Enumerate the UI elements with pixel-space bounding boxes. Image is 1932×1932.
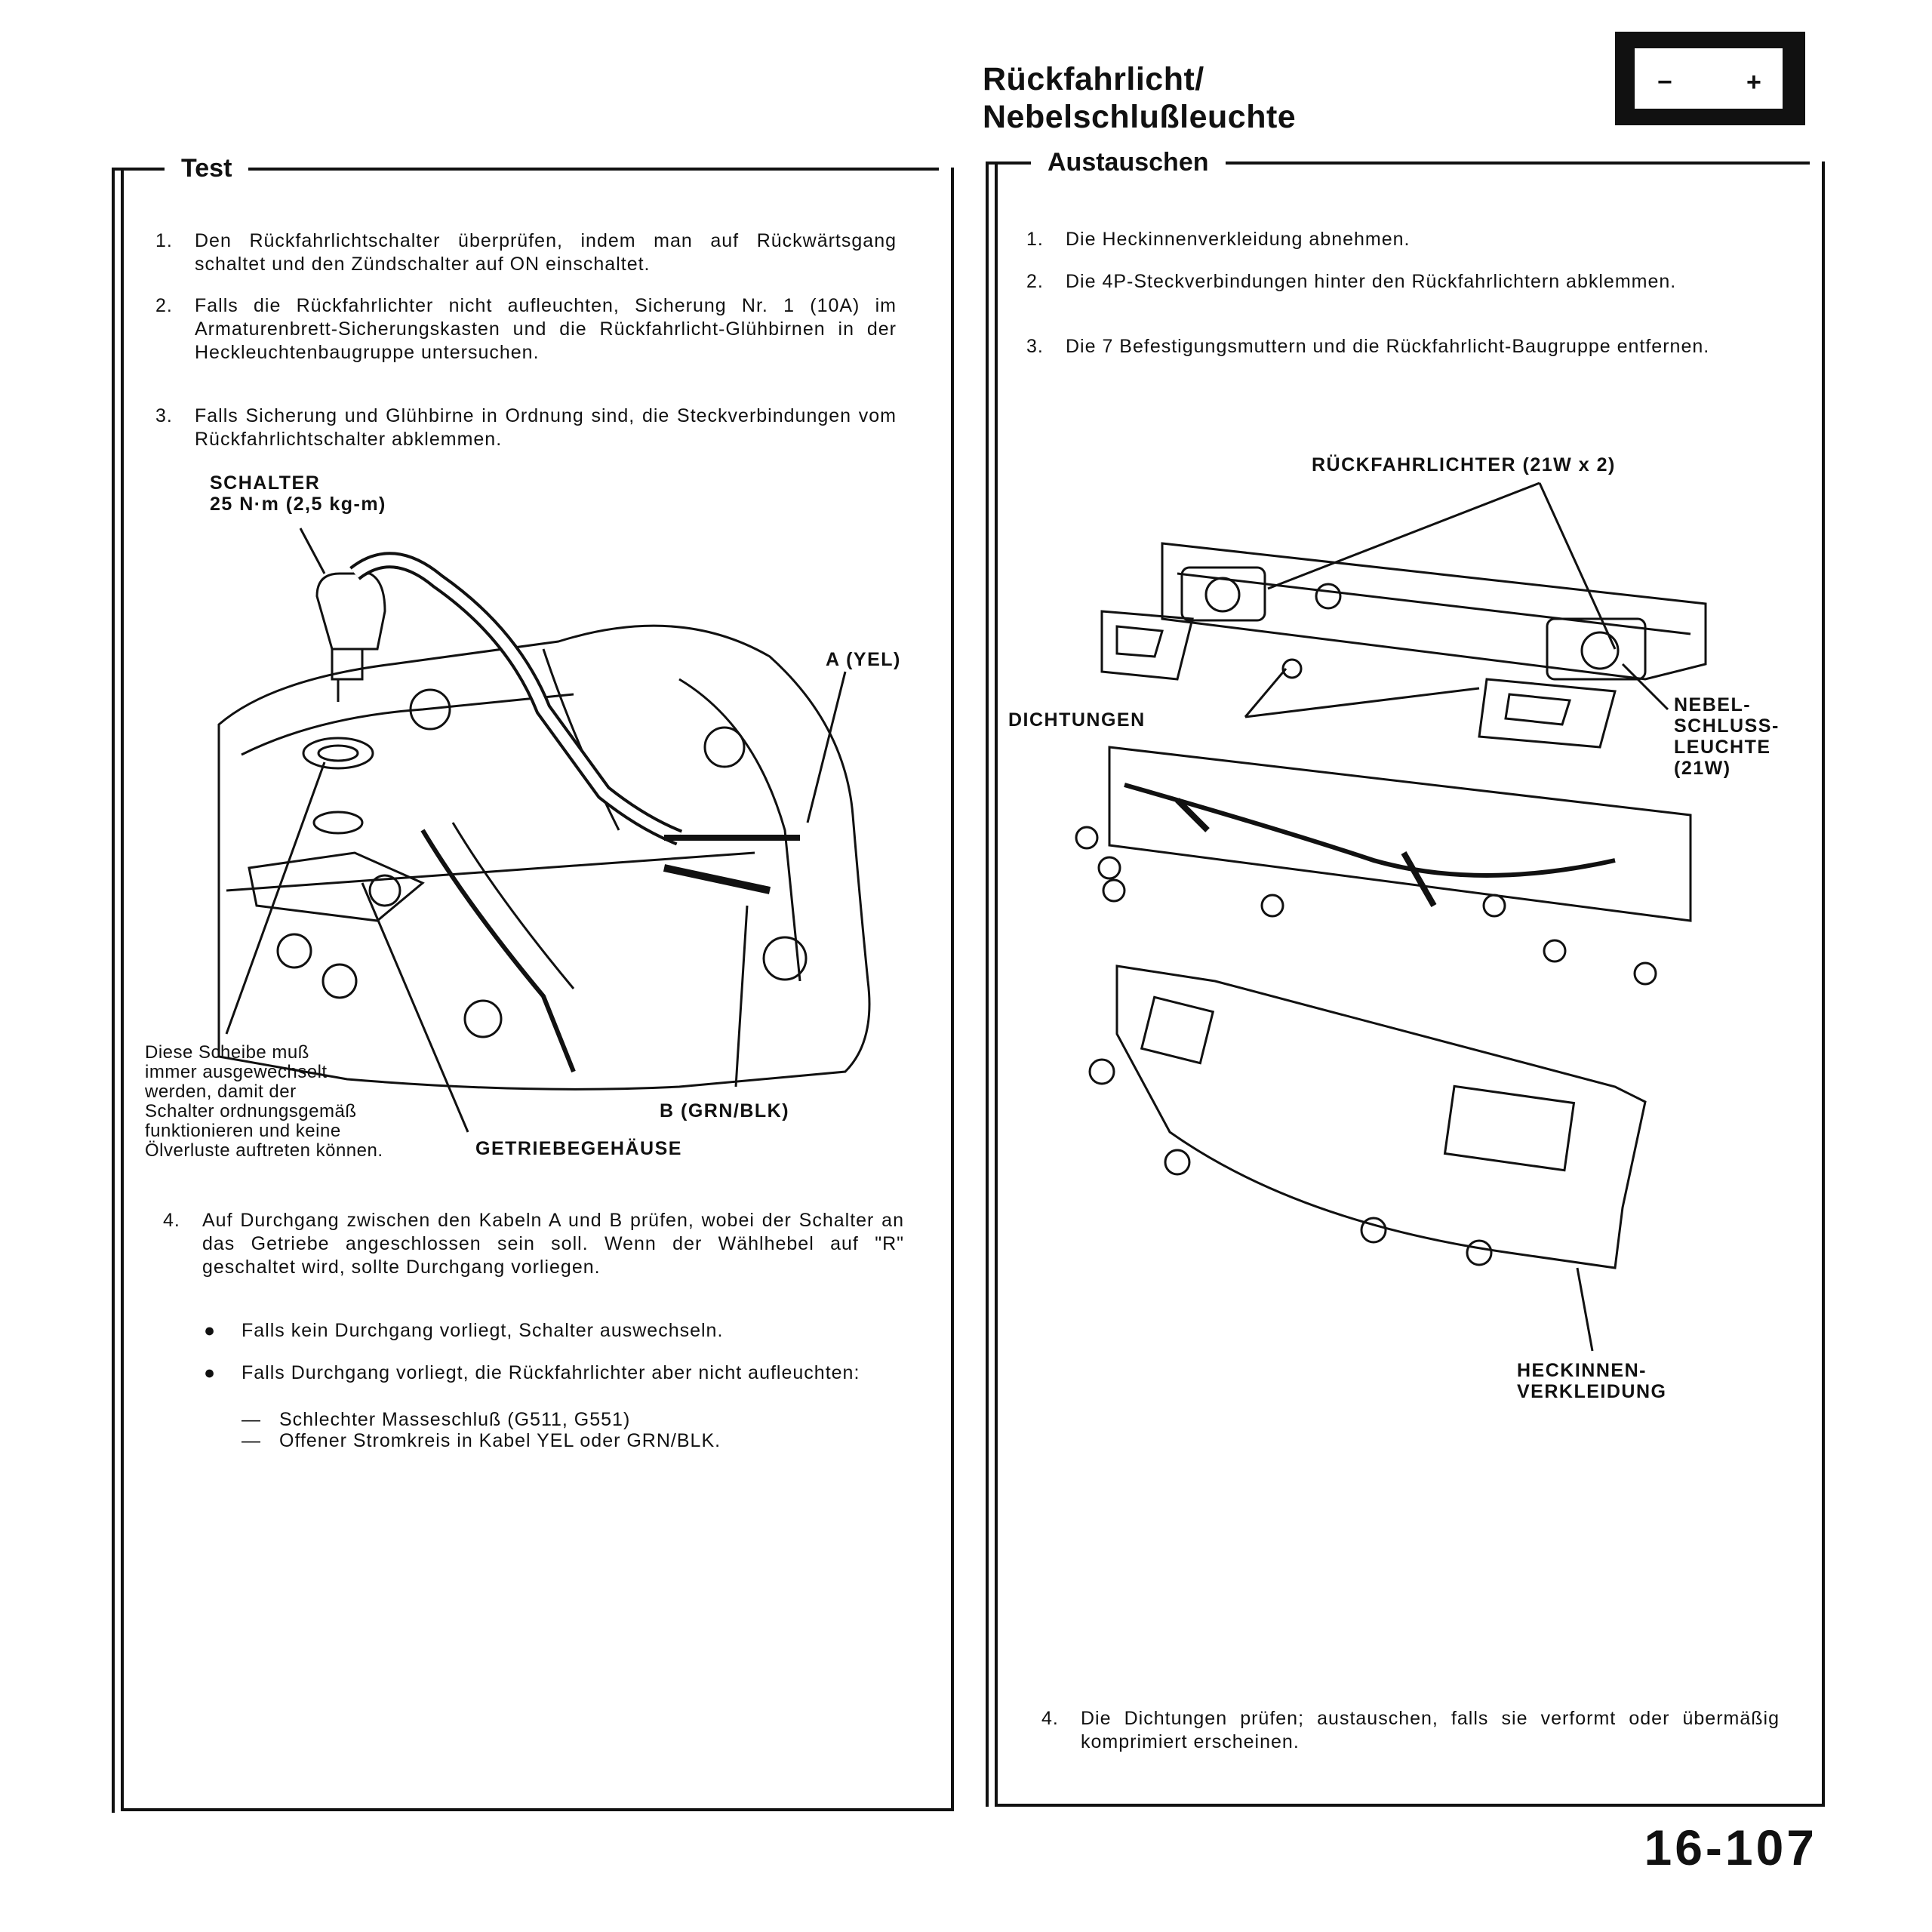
- replace-step-3: 3.Die 7 Befestigungsmuttern und die Rück…: [1026, 336, 1710, 357]
- wire-a-label: A (YEL): [826, 649, 901, 670]
- body-panel: [1108, 746, 1692, 922]
- test-step-3: 3.Falls Sicherung und Glühbirne in Ordnu…: [155, 405, 897, 450]
- fog-light-label: NEBEL- SCHLUSS- LEUCHTE (21W): [1674, 694, 1780, 779]
- test-step-4: 4.Auf Durchgang zwischen den Kabeln A un…: [163, 1210, 904, 1278]
- wire-b-label: B (GRN/BLK): [660, 1100, 790, 1121]
- test-step-2: 2.Falls die Rückfahrlichter nicht aufleu…: [155, 295, 897, 363]
- backup-light-right: [1546, 617, 1647, 681]
- dash-2: —Offener Stromkreis in Kabel YEL oder GR…: [242, 1430, 721, 1451]
- sealing-washer: [302, 737, 374, 770]
- replace-section-frame: [995, 162, 1825, 1807]
- bullet-1: ●Falls kein Durchgang vorliegt, Schalter…: [204, 1320, 724, 1341]
- switch-label: SCHALTER 25 N·m (2,5 kg-m): [210, 472, 386, 515]
- page-title: Rückfahrlicht/ Nebelschlußleuchte: [983, 60, 1296, 136]
- dash-1: —Schlechter Masseschluß (G511, G551): [242, 1409, 631, 1430]
- test-heading: Test: [165, 154, 249, 183]
- trim-label: HECKINNEN- VERKLEIDUNG: [1517, 1360, 1667, 1402]
- test-step-1: 1.Den Rückfahrlichtschalter überprüfen, …: [155, 230, 897, 275]
- seals-label: DICHTUNGEN: [1008, 709, 1146, 731]
- gearbox-label: GETRIEBEGEHÄUSE: [475, 1138, 682, 1159]
- page-number: 16-107: [1644, 1820, 1817, 1875]
- gasket-left: [1100, 610, 1194, 681]
- rear-trim-panel: [1115, 964, 1647, 1269]
- gasket-right: [1478, 678, 1617, 749]
- washer-note: Diese Scheibe muß immer ausgewechselt we…: [145, 1042, 383, 1161]
- battery-icon: − +: [1615, 32, 1805, 125]
- replace-step-4: 4.Die Dichtungen prüfen; austauschen, fa…: [1041, 1708, 1780, 1752]
- backup-light-left: [1180, 566, 1266, 622]
- title-line-2: Nebelschlußleuchte: [983, 99, 1297, 135]
- battery-plus-symbol: +: [1746, 68, 1761, 97]
- test-section-frame: [121, 168, 954, 1811]
- panel-wiring: [1124, 783, 1616, 878]
- replace-step-2: 2.Die 4P-Steckverbindungen hinter den Rü…: [1026, 271, 1677, 292]
- switch-body: [315, 572, 386, 651]
- replace-step-1: 1.Die Heckinnenverkleidung abnehmen.: [1026, 229, 1411, 250]
- battery-minus-symbol: −: [1657, 68, 1672, 97]
- light-assembly: [1161, 542, 1707, 681]
- replace-heading: Austauschen: [1031, 148, 1226, 177]
- gearbox-housing: [217, 624, 871, 1091]
- backup-lights-label: RÜCKFAHRLICHTER (21W x 2): [1312, 454, 1616, 475]
- bullet-2: ●Falls Durchgang vorliegt, die Rückfahrl…: [204, 1362, 860, 1383]
- title-line-1: Rückfahrlicht/: [983, 61, 1204, 97]
